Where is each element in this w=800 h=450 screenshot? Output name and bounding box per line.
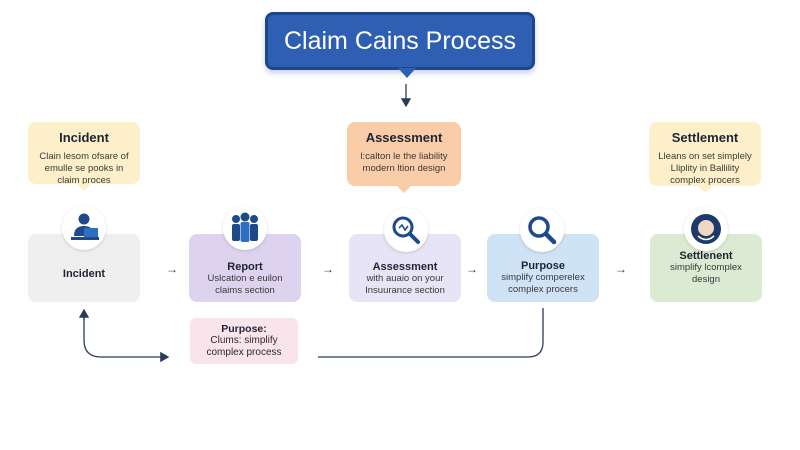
flow-arrow-3: → [466, 262, 478, 276]
report-node-line-1: Uslcation e euilon [207, 273, 283, 284]
purpose-node-line-2: complex procers [508, 284, 578, 295]
incident-callout-line-3: claim proces [57, 175, 111, 186]
flow-arrow-1: → [166, 262, 178, 276]
settlement-node-line-2: design [692, 274, 720, 285]
purpose-note-line-2: complex process [206, 347, 282, 358]
assessment-callout: Assessment l:calton le the liability mod… [347, 122, 461, 193]
incident-callout-title: Incident [59, 130, 109, 145]
settlement-callout: Settlement Lleans on set simplely Llipli… [649, 122, 761, 193]
incident-callout-line-2: emulle se pooks in [44, 163, 124, 174]
purpose-note: Purpose: Clums: simplify complex process [190, 318, 298, 364]
flow-arrow-4: → [615, 262, 627, 276]
headset-person-icon [684, 207, 728, 251]
assessment-node-title: Assessment [372, 261, 438, 273]
incident-node-title: Incident [62, 268, 106, 280]
settlement-callout-title: Settlement [671, 130, 739, 145]
magnifier-icon [384, 208, 428, 252]
incident-callout-line-1: Clain lesom ofsare of [39, 151, 129, 162]
purpose-note-line-1: Clums: simplify [210, 335, 278, 346]
report-node-title: Report [227, 261, 263, 273]
settlement-callout-line-1: Lleans on set simplely [658, 151, 752, 162]
report-node: Report Uslcation e euilon claims section [189, 234, 301, 302]
assessment-node-line-1: with auaio on your [366, 273, 444, 284]
title-pointer [398, 68, 416, 78]
diagram-title-text: Claim Cains Process [283, 26, 516, 55]
settlement-node-title: Settlenent [679, 250, 733, 262]
settlement-callout-line-2: Lliplity in Ballility [670, 163, 740, 174]
person-at-desk-icon [62, 206, 106, 250]
purpose-return-line [318, 308, 544, 358]
incident-callout: Incident Clain lesom ofsare of emulle se… [28, 122, 140, 191]
diagram-title: Claim Cains Process [265, 12, 535, 70]
flow-arrow-2: → [322, 262, 334, 276]
settlement-callout-tail [698, 186, 712, 193]
group-icon [223, 206, 267, 250]
purpose-note-title: Purpose: [221, 323, 267, 335]
assessment-callout-title: Assessment [365, 130, 443, 145]
assessment-node-line-2: Insuurance section [365, 285, 445, 296]
settlement-callout-line-3: complex procers [670, 175, 740, 186]
purpose-node-title: Purpose [520, 260, 565, 272]
magnifier-icon [520, 208, 564, 252]
purpose-node-line-1: simplify comperelex [501, 272, 585, 283]
incident-callout-tail [77, 184, 91, 191]
settlement-node-line-1: simplify lcomplex [670, 262, 742, 273]
assessment-callout-tail [397, 186, 411, 193]
assessment-callout-line-1: l:calton le the liability [360, 151, 448, 162]
assessment-callout-line-2: modern ltion design [362, 163, 446, 174]
loop-back-arrow [83, 312, 170, 363]
report-node-line-2: claims section [215, 285, 275, 296]
